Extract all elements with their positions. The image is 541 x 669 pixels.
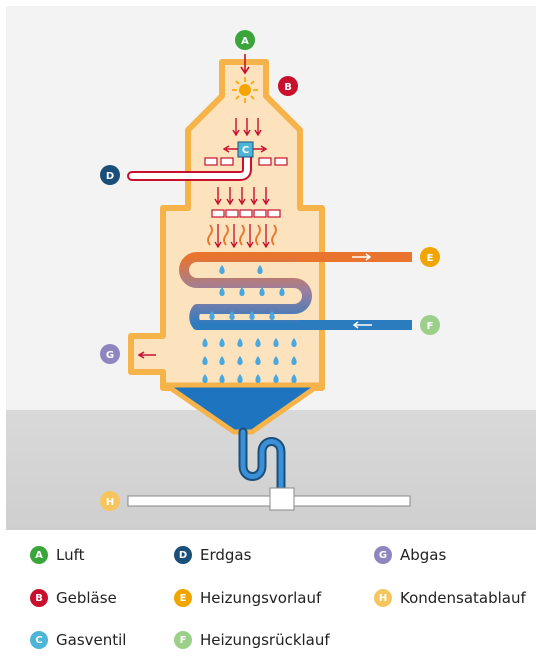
legend-label-heizungsvorlauf: Heizungsvorlauf bbox=[200, 589, 322, 607]
droplet-icon bbox=[269, 311, 275, 320]
legend-item-kondensatablauf: H Kondensatablauf bbox=[374, 586, 526, 610]
marker-h: H bbox=[100, 491, 120, 511]
droplet-icon bbox=[291, 356, 297, 365]
legend-badge-c: C bbox=[30, 631, 48, 649]
marker-f-label: F bbox=[427, 321, 434, 332]
droplet-icon bbox=[229, 311, 235, 320]
droplet-icon bbox=[273, 374, 279, 383]
legend-label-erdgas: Erdgas bbox=[200, 546, 252, 564]
drain-connector bbox=[269, 487, 295, 511]
droplet-icon bbox=[202, 356, 208, 365]
legend-item-erdgas: D Erdgas bbox=[174, 543, 251, 567]
droplet-icon bbox=[219, 374, 225, 383]
condensate-droplets bbox=[202, 265, 297, 383]
droplet-icon bbox=[249, 311, 255, 320]
burner-mixing-row bbox=[204, 157, 288, 166]
legend-label-kondensatablauf: Kondensatablauf bbox=[400, 589, 526, 607]
legend-badge-e: E bbox=[174, 589, 192, 607]
legend-item-abgas: G Abgas bbox=[374, 543, 446, 567]
marker-c: C bbox=[242, 145, 249, 156]
droplet-icon bbox=[255, 356, 261, 365]
hot-gas-arrows bbox=[214, 224, 270, 249]
marker-e: E bbox=[420, 247, 440, 267]
legend-label-abgas: Abgas bbox=[400, 546, 447, 564]
legend-badge-d: D bbox=[174, 546, 192, 564]
legend-item-gasventil: C Gasventil bbox=[30, 628, 126, 652]
condensing-boiler-diagram: A B C D E F G H bbox=[6, 6, 536, 530]
legend-badge-a: A bbox=[30, 546, 48, 564]
droplet-icon bbox=[239, 287, 245, 296]
legend-label-geblaese: Gebläse bbox=[56, 589, 117, 607]
droplet-icon bbox=[255, 338, 261, 347]
droplet-icon bbox=[219, 356, 225, 365]
legend-badge-f: F bbox=[174, 631, 192, 649]
droplet-icon bbox=[219, 338, 225, 347]
marker-g: G bbox=[100, 344, 120, 364]
marker-a: A bbox=[235, 30, 255, 50]
marker-c-label: C bbox=[242, 145, 249, 156]
condensate-siphon-inner bbox=[240, 429, 284, 495]
legend-item-heizungsruecklauf: F Heizungsrücklauf bbox=[174, 628, 330, 652]
marker-a-label: A bbox=[241, 36, 249, 47]
condensate-basin bbox=[163, 382, 322, 435]
droplet-icon bbox=[255, 374, 261, 383]
droplet-icon bbox=[219, 287, 225, 296]
gas-supply-pipe-inner bbox=[129, 153, 250, 179]
marker-e-label: E bbox=[427, 253, 434, 264]
droplet-icon bbox=[209, 311, 215, 320]
heat-exchanger-coil bbox=[179, 252, 412, 330]
marker-g-label: G bbox=[106, 350, 114, 361]
return-arrow-icon bbox=[352, 321, 372, 329]
exhaust-arrow-icon bbox=[137, 351, 156, 359]
droplet-icon bbox=[273, 356, 279, 365]
legend: A Luft B Gebläse C Gasventil D Erdgas E … bbox=[0, 530, 541, 669]
legend-item-geblaese: B Gebläse bbox=[30, 586, 117, 610]
droplet-icon bbox=[291, 374, 297, 383]
flow-arrow-icon bbox=[352, 253, 372, 261]
marker-b: B bbox=[278, 76, 298, 96]
background-lower bbox=[6, 410, 536, 530]
droplet-icon bbox=[257, 265, 263, 274]
droplet-icon bbox=[237, 338, 243, 347]
legend-item-luft: A Luft bbox=[30, 543, 85, 567]
legend-item-heizungsvorlauf: E Heizungsvorlauf bbox=[174, 586, 321, 610]
mixture-flow-arrows bbox=[214, 187, 270, 206]
drain-pipe bbox=[127, 495, 411, 507]
droplet-icon bbox=[202, 338, 208, 347]
droplet-icon bbox=[273, 338, 279, 347]
blower-icon bbox=[232, 77, 258, 103]
air-intake-arrow-icon bbox=[240, 54, 250, 75]
legend-label-luft: Luft bbox=[56, 546, 85, 564]
gas-valve bbox=[222, 141, 268, 158]
marker-f: F bbox=[420, 315, 440, 335]
droplet-icon bbox=[202, 374, 208, 383]
droplet-icon bbox=[219, 265, 225, 274]
legend-label-gasventil: Gasventil bbox=[56, 631, 127, 649]
marker-d: D bbox=[100, 165, 120, 185]
droplet-icon bbox=[237, 374, 243, 383]
legend-badge-h: H bbox=[374, 589, 392, 607]
droplet-icon bbox=[279, 287, 285, 296]
droplet-icon bbox=[291, 338, 297, 347]
marker-b-label: B bbox=[284, 82, 292, 93]
legend-badge-b: B bbox=[30, 589, 48, 607]
burner-row bbox=[211, 209, 281, 218]
legend-badge-g: G bbox=[374, 546, 392, 564]
air-flow-arrows-upper bbox=[232, 118, 262, 137]
legend-label-heizungsruecklauf: Heizungsrücklauf bbox=[200, 631, 330, 649]
flame-icons bbox=[207, 224, 277, 246]
marker-h-label: H bbox=[106, 497, 114, 508]
droplet-icon bbox=[259, 287, 265, 296]
droplet-icon bbox=[237, 356, 243, 365]
marker-d-label: D bbox=[106, 171, 114, 182]
